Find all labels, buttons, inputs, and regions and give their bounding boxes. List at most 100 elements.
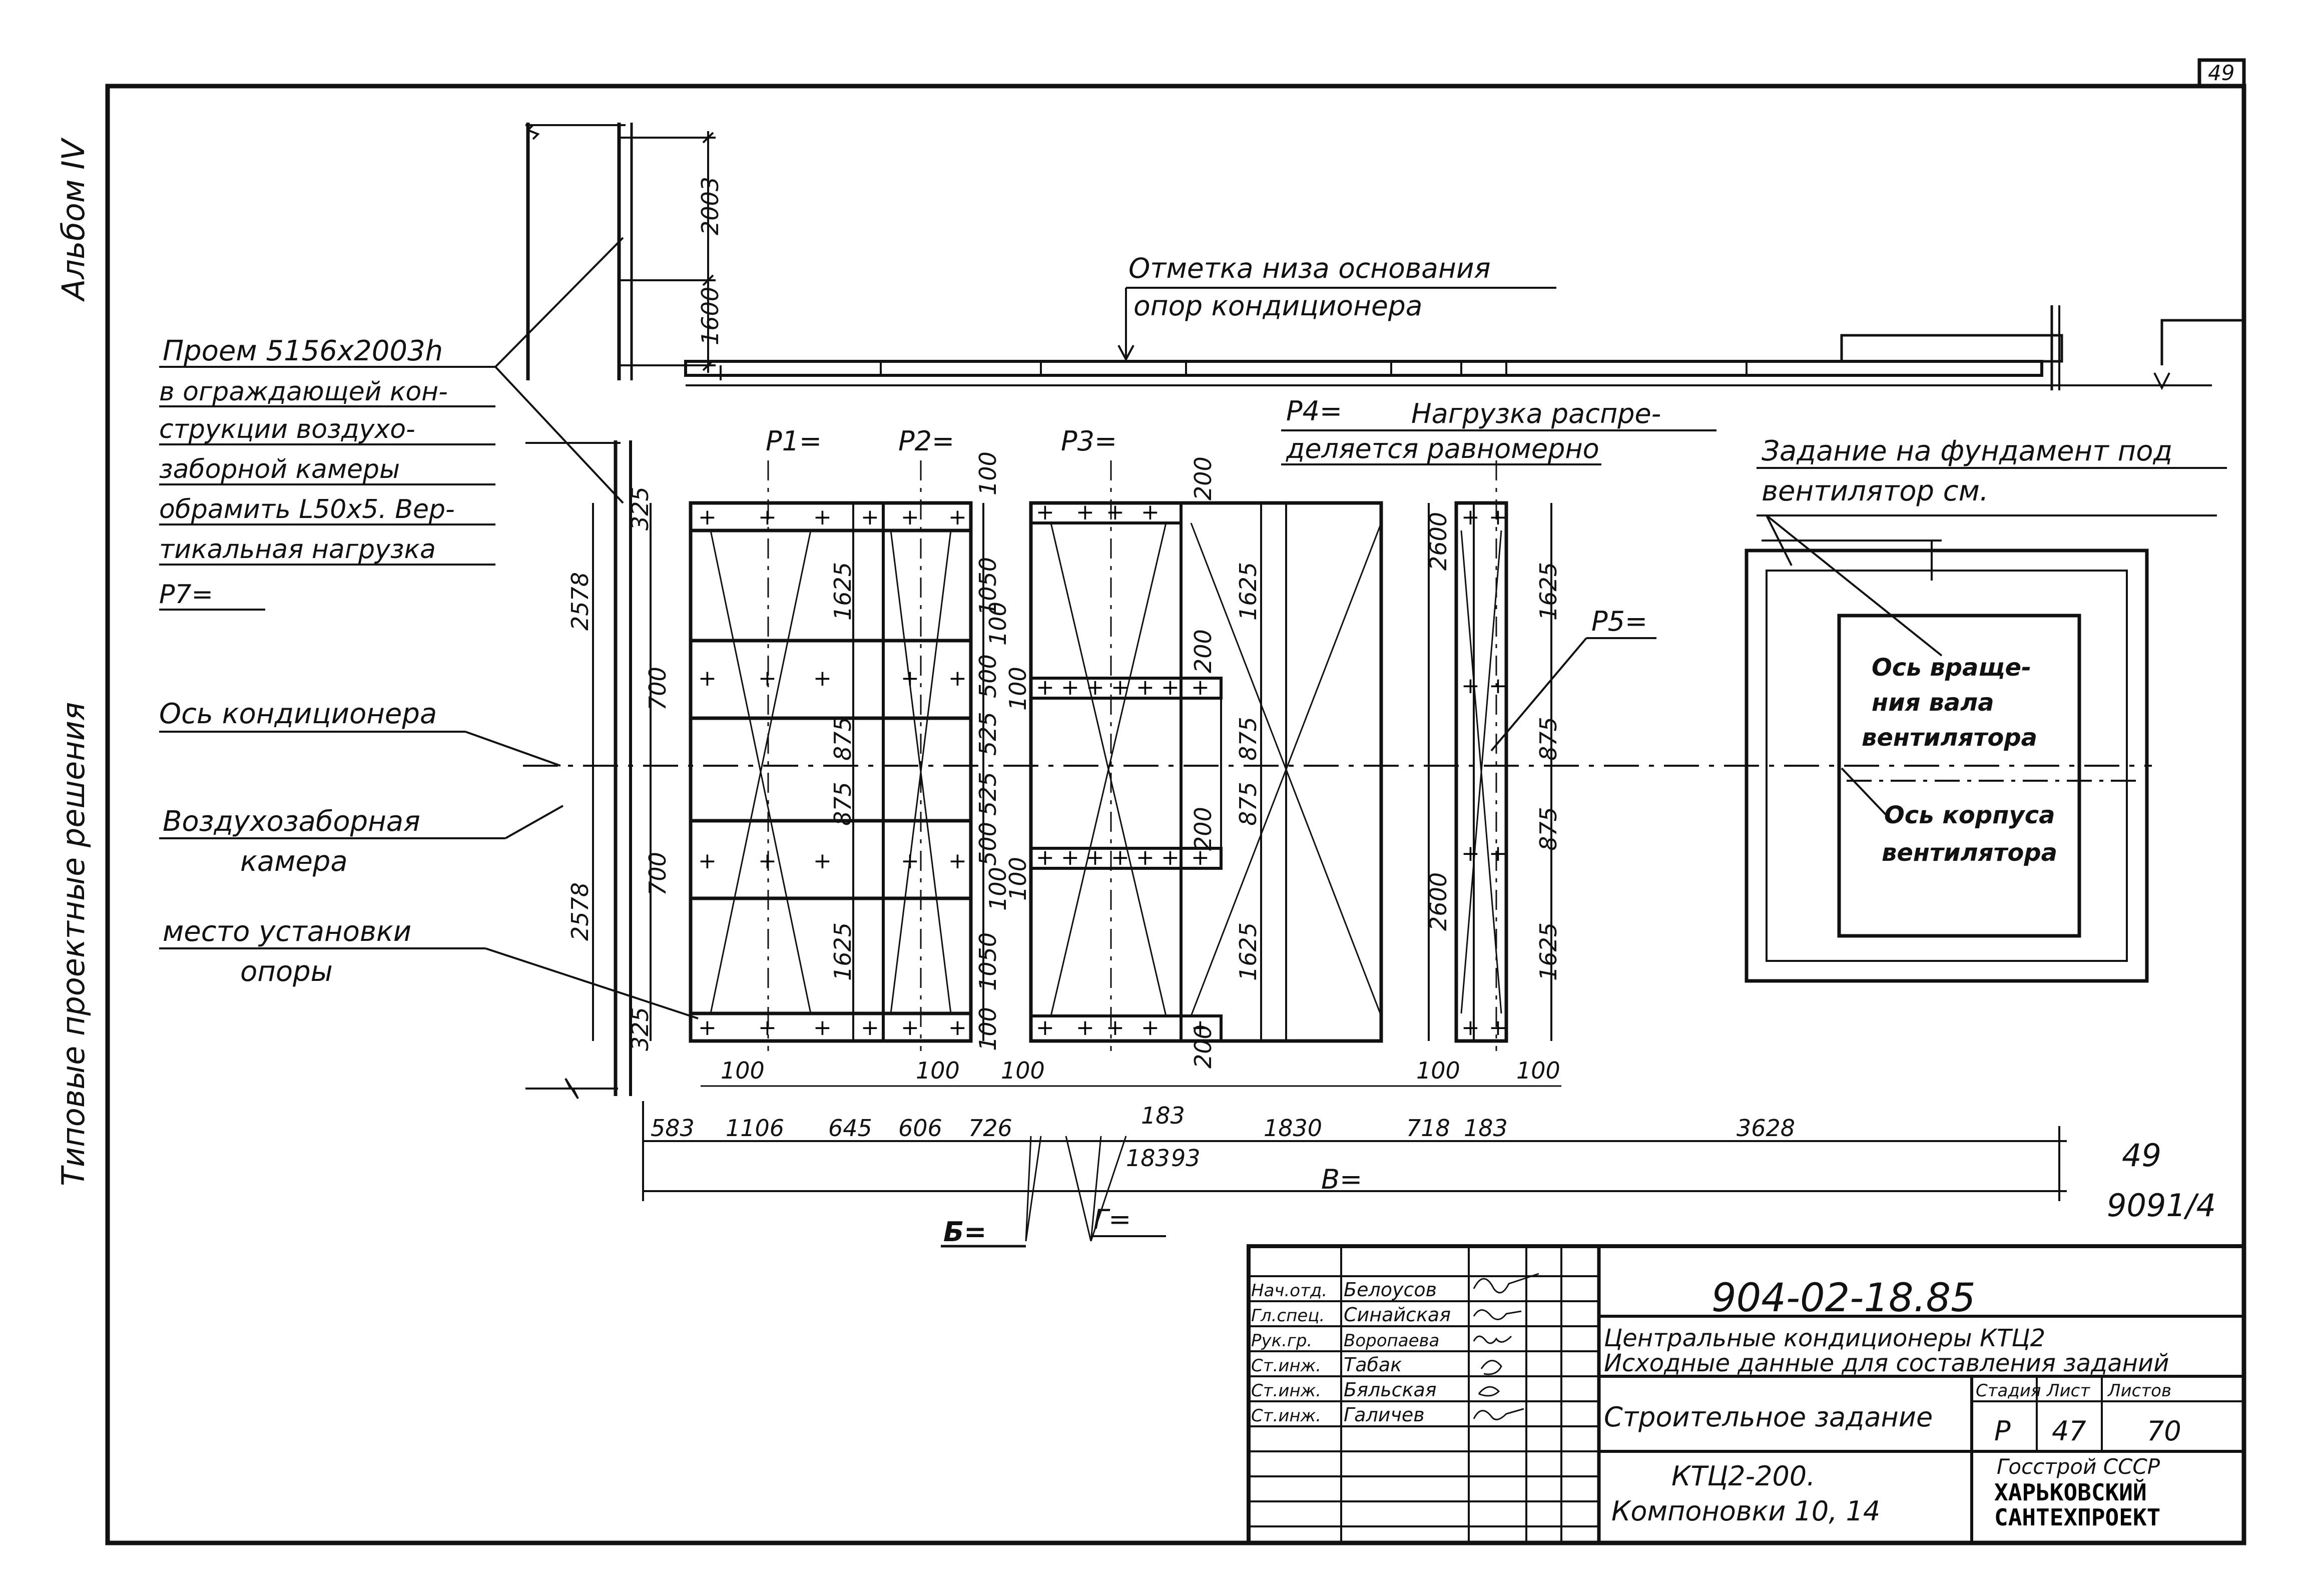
chain-183: 183 [1141, 1102, 1185, 1129]
dim-875-d: 875 [1235, 782, 1262, 826]
album-label: Альбом IV [55, 137, 92, 302]
dim-325-bottom: 325 [627, 1007, 654, 1051]
svg-text:+: + [698, 666, 717, 691]
staff-name-2: Синайская [1344, 1304, 1451, 1326]
svg-text:+: + [1461, 504, 1480, 530]
title-line-1: Центральные кондиционеры КТЦ2 [1604, 1324, 2045, 1352]
opening-note-3: струкции воздухо- [159, 414, 415, 444]
dim-2600-bottom: 2600 [1425, 872, 1452, 931]
svg-text:+: + [1136, 675, 1155, 700]
svg-text:+: + [1191, 1015, 1210, 1040]
dim-200-c: 200 [1190, 807, 1217, 851]
dim-2003: 2003 [697, 177, 724, 235]
svg-text:+: + [901, 1015, 919, 1040]
svg-text:+: + [1036, 845, 1054, 870]
drawing-code: 904-02-18.85 [1711, 1276, 1976, 1321]
dim-1050-b: 1050 [974, 932, 1001, 991]
staff-name-6: Галичев [1344, 1404, 1425, 1426]
dim-2578-bottom: 2578 [566, 882, 594, 941]
dim-525-b: 525 [974, 772, 1001, 816]
svg-text:+: + [813, 666, 832, 691]
title-block [1247, 1244, 2246, 1545]
dim-2578-top: 2578 [566, 572, 594, 631]
intake-note-2: камера [240, 845, 348, 878]
staff-name-3: Воропаева [1344, 1331, 1439, 1351]
dim-1625-b: 1625 [829, 922, 856, 981]
staff-role-5: Ст.инж. [1251, 1381, 1321, 1401]
dim-1625-d: 1625 [1235, 922, 1262, 981]
dim-200-b: 200 [1190, 629, 1217, 673]
svg-text:+: + [948, 666, 967, 691]
signatures [1473, 1273, 1539, 1420]
load-p1: P1= [766, 425, 822, 457]
dim-500-a: 500 [974, 654, 1001, 698]
chain-726: 726 [968, 1115, 1012, 1142]
svg-text:+: + [1086, 675, 1104, 700]
svg-text:+: + [1076, 499, 1094, 525]
dim-875-a: 875 [829, 717, 856, 761]
dim-2600-top: 2600 [1425, 512, 1452, 571]
sheet-frame [105, 84, 2246, 1545]
load-p2: P2= [898, 425, 954, 457]
svg-text:+: + [901, 504, 919, 530]
svg-text:+: + [948, 504, 967, 530]
dim-100-c: 100 [984, 867, 1011, 911]
svg-text:+: + [1106, 1015, 1124, 1040]
svg-text:+: + [758, 666, 777, 691]
dim-325-top: 325 [627, 486, 654, 530]
model-line-1: КТЦ2-200. [1671, 1460, 1815, 1492]
vertical-dimension-lines [592, 503, 1552, 1041]
sheet-header: Лист [2046, 1381, 2090, 1401]
casing-axis-2: вентилятора [1882, 839, 2057, 867]
dim-875-e: 875 [1535, 717, 1562, 761]
staff-role-6: Ст.инж. [1251, 1406, 1321, 1426]
base-level-note-1: Отметка низа основания [1128, 252, 1491, 284]
svg-text:+: + [698, 1015, 717, 1040]
bottom-dim-100-e: 100 [1516, 1057, 1560, 1084]
chain-3628: 3628 [1737, 1115, 1795, 1142]
chain-583: 583 [651, 1115, 695, 1142]
svg-text:+: + [1136, 845, 1155, 870]
chain-1830: 1830 [1264, 1115, 1322, 1142]
svg-text:+: + [1076, 1015, 1094, 1040]
svg-text:+: + [1106, 499, 1124, 525]
svg-text:+: + [1489, 504, 1507, 530]
dim-100-b: 100 [984, 602, 1011, 646]
chain-718: 718 [1406, 1115, 1450, 1142]
svg-text:+: + [698, 504, 717, 530]
dim-700-top: 700 [644, 667, 671, 711]
dim-525-a: 525 [974, 712, 1001, 756]
chain-645: 645 [828, 1115, 872, 1142]
svg-text:+: + [1489, 841, 1507, 866]
svg-text:+: + [901, 848, 919, 874]
chain-1106: 1106 [726, 1115, 784, 1142]
svg-text:+: + [1036, 675, 1054, 700]
dim-200-d: 200 [1190, 1024, 1217, 1069]
svg-text:+: + [1061, 845, 1079, 870]
dim-1625-f: 1625 [1535, 922, 1562, 981]
sub-93: 93 [1171, 1145, 1201, 1172]
opening-note-2: в ограждающей кон- [159, 377, 448, 407]
shaft-axis-1: Ось враще- [1872, 654, 2031, 682]
stage-value: Р [1994, 1415, 2011, 1447]
chain-values: 583 1106 645 606 726 183 1830 718 183 36… [651, 1102, 1795, 1195]
org-line-3: САНТЕХПРОЕКТ [1994, 1504, 2160, 1531]
svg-text:+: + [1161, 845, 1180, 870]
elevation-section: 2003 1600 [525, 123, 2244, 390]
svg-text:+: + [948, 848, 967, 874]
bottom-dim-100-b: 100 [916, 1057, 960, 1084]
dim-1625-e: 1625 [1535, 562, 1562, 621]
dim-1625-c: 1625 [1235, 562, 1262, 621]
svg-text:+: + [1489, 1015, 1507, 1040]
load-distributed-2: деляется равномерно [1286, 433, 1599, 464]
dim-500-b: 500 [974, 822, 1001, 866]
bottom-dim-100-a: 100 [721, 1057, 765, 1084]
svg-text:+: + [1141, 1015, 1160, 1040]
page-number: 49 [2208, 61, 2234, 85]
staff-role-2: Гл.спец. [1251, 1306, 1325, 1326]
series-label: Типовые проектные решения [55, 702, 92, 1186]
dim-1050-a: 1050 [974, 557, 1001, 616]
sheet-ref: 49 [2122, 1137, 2161, 1174]
svg-text:+: + [901, 666, 919, 691]
